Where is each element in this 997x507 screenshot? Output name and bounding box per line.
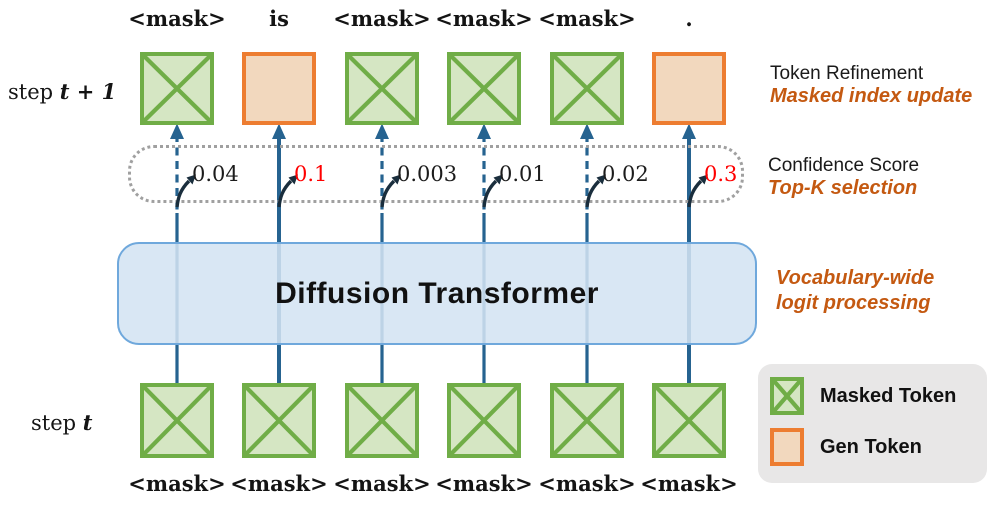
confidence-value: 0.003 — [397, 162, 458, 186]
confidence-value: 0.01 — [499, 162, 546, 186]
masked-token-box — [140, 52, 214, 125]
flow-arrowhead-icon — [170, 123, 184, 139]
bottom-token-label: <mask> — [435, 471, 533, 496]
token-refinement-annotation: Token Refinement Masked index update — [770, 62, 972, 108]
mask-x-icon — [349, 56, 415, 121]
logit-processing-label: logit processing — [776, 292, 931, 314]
confidence-branch-arrowhead-icon — [698, 174, 708, 185]
flow-arrowhead-icon — [682, 123, 696, 139]
bottom-token-label: <mask> — [230, 471, 328, 496]
masked-token-box — [345, 52, 419, 125]
mask-x-icon — [246, 387, 312, 454]
masked-token-box — [550, 52, 624, 125]
mask-x-icon — [554, 387, 620, 454]
confidence-value: 0.04 — [192, 162, 239, 186]
confidence-branch-arrowhead-icon — [493, 174, 503, 185]
confidence-branch-arrow-icon — [277, 179, 293, 208]
vocab-wide-label: Vocabulary-wide — [776, 267, 935, 289]
mask-x-icon — [656, 387, 722, 454]
masked-token-box — [242, 383, 316, 458]
mask-x-icon — [451, 387, 517, 454]
token-refinement-label: Token Refinement — [770, 63, 924, 84]
step-word: step — [31, 411, 83, 435]
step-t-label: step t — [31, 410, 92, 435]
top-token-label: <mask> — [538, 6, 636, 31]
mask-x-icon — [144, 56, 210, 121]
top-k-selection-label: Top-K selection — [768, 177, 918, 199]
gen-token-box — [652, 52, 726, 125]
confidence-region-outline — [128, 145, 744, 203]
confidence-score-label: Confidence Score — [768, 155, 920, 176]
step-word: step — [8, 80, 60, 104]
top-token-label: <mask> — [435, 6, 533, 31]
step-math: t — [82, 410, 93, 435]
masked-index-update-label: Masked index update — [770, 85, 973, 107]
flow-arrowhead-icon — [580, 123, 594, 139]
masked-token-swatch-icon — [770, 377, 804, 415]
confidence-branch-arrowhead-icon — [186, 174, 196, 185]
masked-token-box — [447, 52, 521, 125]
confidence-branch-arrow-icon — [175, 179, 191, 208]
flow-arrowhead-icon — [375, 123, 389, 139]
legend-item-label: Masked Token — [820, 384, 957, 407]
mask-x-icon — [451, 56, 517, 121]
confidence-branch-arrow-icon — [482, 179, 498, 208]
gen-token-box — [242, 52, 316, 125]
top-token-label: <mask> — [333, 6, 431, 31]
confidence-value: 0.02 — [602, 162, 649, 186]
mask-x-icon — [349, 387, 415, 454]
confidence-branch-arrow-icon — [687, 179, 703, 208]
masked-token-box — [550, 383, 624, 458]
top-token-label: . — [685, 6, 693, 31]
bottom-token-label: <mask> — [333, 471, 431, 496]
bottom-token-label: <mask> — [128, 471, 226, 496]
diffusion-transformer-label: Diffusion Transformer — [275, 276, 599, 310]
masked-token-box — [652, 383, 726, 458]
mask-x-icon — [774, 381, 800, 411]
top-token-label: <mask> — [128, 6, 226, 31]
top-token-label: is — [269, 6, 289, 31]
gen-token-swatch-icon — [770, 428, 804, 466]
bottom-token-label: <mask> — [640, 471, 738, 496]
mask-x-icon — [144, 387, 210, 454]
confidence-branch-arrow-icon — [380, 179, 396, 208]
legend: Masked Token Gen Token — [758, 364, 987, 483]
step-math: t + 1 — [59, 79, 117, 104]
masked-token-box — [140, 383, 214, 458]
diffusion-transformer-box: Diffusion Transformer — [117, 242, 757, 345]
flow-arrowhead-icon — [477, 123, 491, 139]
masked-token-box — [447, 383, 521, 458]
flow-arrowhead-icon — [272, 123, 286, 139]
step-t-plus-1-label: step t + 1 — [8, 79, 116, 104]
confidence-value: 0.1 — [294, 162, 328, 186]
confidence-score-annotation: Confidence Score Top-K selection — [768, 154, 919, 200]
masked-token-box — [345, 383, 419, 458]
confidence-branch-arrowhead-icon — [288, 174, 298, 185]
legend-item-label: Gen Token — [820, 435, 922, 458]
mask-x-icon — [554, 56, 620, 121]
bottom-token-label: <mask> — [538, 471, 636, 496]
confidence-branch-arrowhead-icon — [596, 174, 606, 185]
legend-item-gen: Gen Token — [770, 428, 922, 466]
vocabulary-logit-annotation: Vocabulary-wide logit processing — [776, 266, 934, 316]
confidence-branch-arrow-icon — [585, 179, 601, 208]
confidence-branch-arrowhead-icon — [391, 174, 401, 185]
legend-item-masked: Masked Token — [770, 377, 956, 415]
confidence-value: 0.3 — [704, 162, 738, 186]
